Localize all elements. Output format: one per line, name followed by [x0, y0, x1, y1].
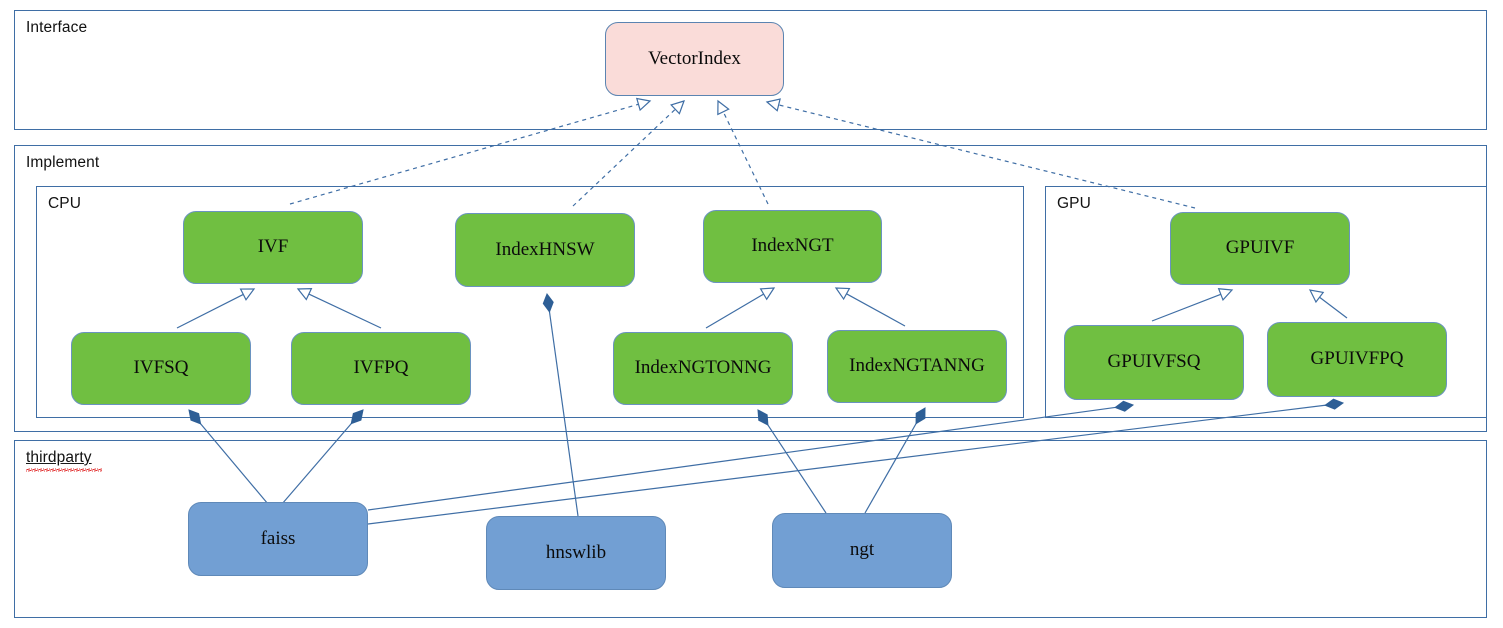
class-node-indexhnsw[interactable]: IndexHNSW [455, 213, 635, 287]
class-node-gpuivf[interactable]: GPUIVF [1170, 212, 1350, 285]
edge-ivfpq-to-ivf [296, 288, 382, 329]
package-label-gpu: GPU [1057, 195, 1091, 212]
class-node-hnswlib[interactable]: hnswlib [486, 516, 666, 590]
edge-indexhnsw-to-vectorindex [572, 100, 685, 207]
edge-indexngt-to-vectorindex [717, 99, 769, 205]
composition-diamond [757, 409, 769, 426]
inheritance-arrowhead [239, 288, 256, 301]
package-gpu [1045, 186, 1487, 418]
inheritance-arrowhead [670, 100, 685, 115]
composition-diamond [915, 407, 926, 425]
composition-diamond [542, 292, 554, 313]
composition-diamond [1324, 398, 1345, 410]
class-node-indexngtonng[interactable]: IndexNGTONNG [613, 332, 793, 405]
edge-faiss-to-gpuivfpq [367, 398, 1345, 525]
edge-faiss-to-ivfsq [188, 409, 269, 505]
edge-gpuivf-to-vectorindex [765, 98, 1196, 209]
class-node-ivfpq[interactable]: IVFPQ [291, 332, 471, 405]
class-node-ivfsq[interactable]: IVFSQ [71, 332, 251, 405]
edge-ngt-to-indexngtonng [757, 409, 827, 514]
class-node-indexngtanng[interactable]: IndexNGTANNG [827, 330, 1007, 403]
composition-diamond [188, 409, 202, 425]
package-label-cpu: CPU [48, 195, 82, 212]
package-label-interface: Interface [26, 19, 88, 36]
edge-hnswlib-to-indexhnsw [542, 292, 579, 517]
inheritance-arrowhead [1217, 288, 1234, 302]
inheritance-arrowhead [717, 99, 730, 116]
edge-ivf-to-vectorindex [289, 97, 652, 205]
edge-indexngtanng-to-indexngt [834, 287, 906, 327]
inheritance-arrowhead [635, 97, 652, 112]
edge-indexngtonng-to-indexngt [705, 287, 776, 329]
class-node-vectorindex[interactable]: VectorIndex [605, 22, 784, 96]
class-node-indexngt[interactable]: IndexNGT [703, 210, 882, 283]
edge-faiss-to-gpuivfsq [367, 400, 1135, 511]
class-node-faiss[interactable]: faiss [188, 502, 368, 576]
package-label-thirdparty: thirdparty [26, 449, 92, 466]
class-node-gpuivfsq[interactable]: GPUIVFSQ [1064, 325, 1244, 400]
package-thirdparty [14, 440, 1487, 618]
package-label-implement: Implement [26, 154, 100, 171]
inheritance-arrowhead [834, 287, 851, 301]
package-interface [14, 10, 1487, 130]
composition-diamond [350, 409, 364, 425]
edge-gpuivfsq-to-gpuivf [1151, 288, 1234, 322]
class-node-ngt[interactable]: ngt [772, 513, 952, 588]
inheritance-arrowhead [765, 98, 781, 112]
edge-faiss-to-ivfpq [281, 409, 364, 505]
edge-ngt-to-indexngtanng [864, 407, 926, 514]
composition-diamond [1114, 400, 1135, 412]
inheritance-arrowhead [759, 287, 776, 301]
package-cpu [36, 186, 1024, 418]
class-node-ivf[interactable]: IVF [183, 211, 363, 284]
edge-gpuivfpq-to-gpuivf [1308, 289, 1348, 319]
edge-ivfsq-to-ivf [176, 288, 256, 329]
class-node-gpuivfpq[interactable]: GPUIVFPQ [1267, 322, 1447, 397]
inheritance-arrowhead [296, 288, 313, 301]
inheritance-arrowhead [1308, 289, 1325, 304]
